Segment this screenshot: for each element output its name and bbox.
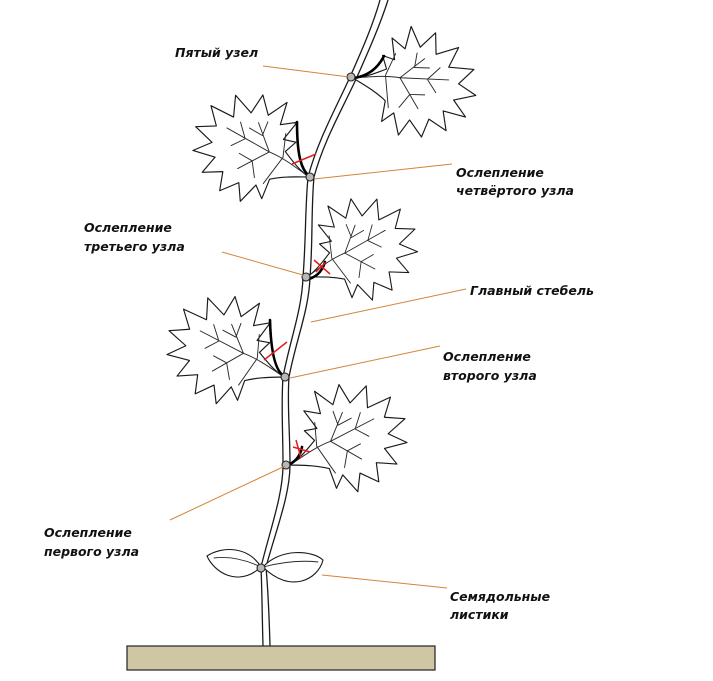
label-fourth-node-line2: четвёртого узла — [456, 183, 574, 198]
leaf-node-4 — [176, 74, 332, 222]
label-second-node-line1: Ослепление — [443, 349, 531, 364]
label-first-node-line1: Ослепление — [44, 525, 132, 540]
label-third-node-line1: Ослепление — [84, 220, 172, 235]
cotyledon-leaves — [206, 549, 324, 583]
soil-strip — [126, 645, 436, 671]
main-stem — [260, 0, 389, 647]
leaf-node-1 — [268, 364, 424, 511]
label-cotyledons-line2: листики — [450, 607, 509, 622]
label-main-stem: Главный стебель — [470, 283, 594, 298]
label-second-node-line2: второго узла — [443, 368, 537, 383]
label-fourth-node-line1: Ослепление — [456, 165, 544, 180]
label-first-node-line2: первого узла — [44, 544, 139, 559]
label-third-node-line2: третьего узла — [84, 239, 185, 254]
label-fifth-node: Пятый узел — [175, 45, 258, 60]
leader-lines — [169, 65, 467, 589]
leaf-node-5 — [344, 17, 487, 148]
label-cotyledons-line1: Семядольные — [450, 589, 550, 604]
